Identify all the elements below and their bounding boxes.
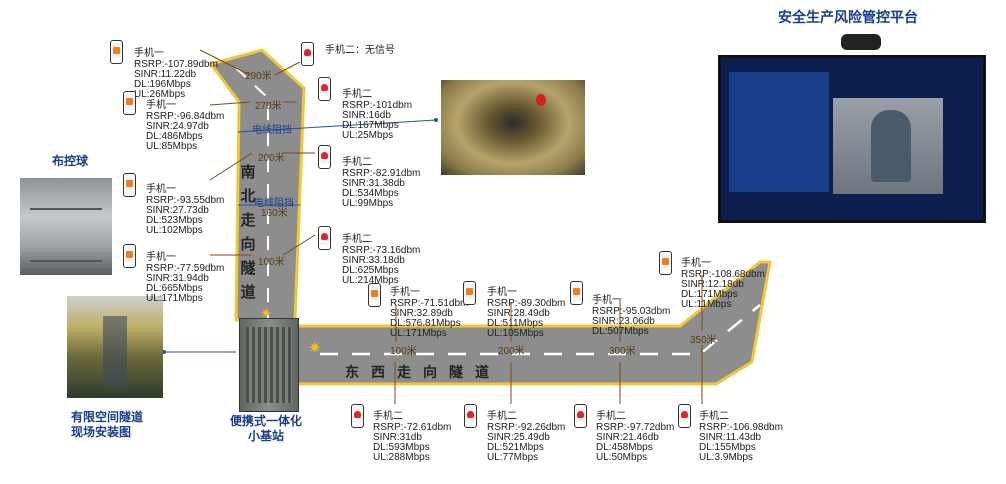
cable-obstruction-label-1: 电线阻挡 xyxy=(252,125,292,136)
xiaomi-phone-icon xyxy=(659,251,672,275)
site-photo-caption-1: 有限空间隧道 xyxy=(71,410,144,424)
ns-char-1: 南 xyxy=(240,163,256,181)
distance-ns-100: 100米 xyxy=(258,257,285,268)
xiaomi-phone-icon xyxy=(123,91,136,115)
huawei-phone-icon xyxy=(318,145,331,169)
distance-ns-270: 270米 xyxy=(255,101,282,112)
huawei-phone-icon xyxy=(318,77,331,101)
xiaomi-phone-icon xyxy=(570,281,583,305)
tunnel-ew-label: 东西走向隧道 xyxy=(345,365,501,381)
huawei-phone-icon xyxy=(351,404,364,428)
ns-tunnel-road xyxy=(208,48,306,322)
station-label-2: 小基站 xyxy=(248,429,285,443)
monitoring-screen xyxy=(718,34,986,223)
distance-ew-100: 100米 xyxy=(390,346,417,357)
ns-char-5: 隧 xyxy=(240,259,256,277)
xiaomi-phone-icon xyxy=(123,173,136,197)
huawei-phone-icon xyxy=(678,404,691,428)
xiaomi-phone-icon xyxy=(368,283,381,307)
huawei-phone-icon xyxy=(464,404,477,428)
signal-spark-icon-right: ✷ xyxy=(308,340,322,357)
platform-title: 安全生产风险管控平台 xyxy=(778,10,918,26)
distance-ns-160: 160米 xyxy=(261,208,288,219)
huawei-phone-icon xyxy=(301,42,314,66)
cable-tunnel-photo xyxy=(441,80,585,175)
distance-ns-290: 290米 xyxy=(245,71,272,82)
distance-ew-300: 300米 xyxy=(609,346,636,357)
ns-char-3: 走 xyxy=(240,211,256,229)
cable-obstruction-label-2: 电线阻挡 xyxy=(254,198,294,209)
xiaomi-phone-icon xyxy=(463,281,476,305)
site-photo-caption-2: 现场安装图 xyxy=(71,425,132,439)
tunnel-site-photo xyxy=(67,296,163,398)
distance-ns-200: 200米 xyxy=(258,153,285,164)
base-station-device: ✷ xyxy=(239,305,299,412)
distance-ew-200: 200米 xyxy=(498,346,525,357)
xiaomi-phone-icon xyxy=(110,40,123,64)
ns-char-6: 道 xyxy=(240,283,256,301)
cable-line-1 xyxy=(237,119,437,133)
tunnel-diagram xyxy=(162,48,772,404)
ew-center-line xyxy=(320,304,761,356)
signal-spark-icon: ✷ xyxy=(260,305,272,321)
ns-char-4: 向 xyxy=(240,235,256,253)
ns-char-2: 北 xyxy=(240,187,256,205)
huawei-phone-icon xyxy=(318,226,331,250)
ns-center-line xyxy=(235,67,269,318)
distance-ew-350: 350米 xyxy=(690,335,717,346)
xiaomi-phone-icon xyxy=(123,244,136,268)
camera-ball-label: 布控球 xyxy=(52,154,89,168)
webcam-icon xyxy=(841,34,881,50)
huawei-phone-icon xyxy=(574,404,587,428)
camera-ball-photo xyxy=(20,178,112,275)
station-label-1: 便携式一体化 xyxy=(230,414,303,428)
